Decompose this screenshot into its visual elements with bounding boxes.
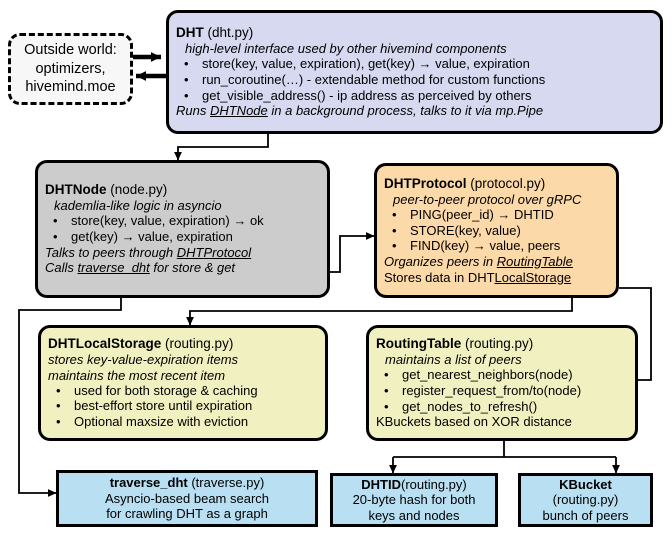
outside-world-box: Outside world: optimizers, hivemind.moe — [8, 33, 133, 105]
kbucket-line-3: bunch of peers — [542, 507, 629, 523]
routingtable-subtitle: maintains a list of peers — [385, 352, 522, 368]
kbucket-title-name: KBucket — [559, 476, 612, 492]
dhtprotocol-subtitle: peer-to-peer protocol over gRPC — [393, 191, 582, 207]
routingtable-bullet-2: register_request_from/to(node) — [376, 383, 628, 399]
dhtnode-footer-2-post: for store & get — [149, 260, 236, 276]
dhtnode-footer-2-pre: Calls — [45, 260, 78, 276]
dhtprotocol-footer-link-localstorage[interactable]: LocalStorage — [494, 269, 572, 285]
dhtprotocol-footer-2-pre: Stores data in DHT — [384, 269, 495, 285]
dhtid-line-2: 20-byte hash for both — [352, 492, 476, 508]
dhtid-title-name: DHTID — [361, 476, 401, 492]
dht-subtitle: high-level interface used by other hivem… — [185, 41, 507, 57]
dht-footer-link-dhtnode[interactable]: DHTNode — [209, 103, 268, 119]
kbucket-title: KBucket — [559, 477, 612, 493]
traverse-dht-title-file: (traverse.py) — [187, 475, 265, 491]
outside-world-line-1: Outside world: — [24, 42, 117, 59]
dhtlocalstorage-bullet-1: used for both storage & caching — [48, 383, 318, 399]
dhtprotocol-bullets: PING(peer_id) → DHTID STORE(key, value) … — [384, 207, 609, 254]
dhtid-box: DHTID(routing.py) 20-byte hash for both … — [330, 473, 498, 527]
dhtprotocol-box: DHTProtocol (protocol.py) peer-to-peer p… — [374, 163, 619, 298]
dht-footer-pre: Runs — [176, 103, 210, 119]
routingtable-title-file: (routing.py) — [461, 336, 534, 352]
routingtable-box: RoutingTable (routing.py) maintains a li… — [366, 325, 638, 441]
dhtlocalstorage-box: DHTLocalStorage (routing.py) stores key-… — [38, 325, 328, 441]
dhtlocalstorage-bullets: used for both storage & caching best-eff… — [48, 383, 318, 430]
dhtprotocol-title-file: (protocol.py) — [466, 175, 546, 191]
dht-bullet-2: run_coroutine(…) - extendable method for… — [176, 72, 653, 88]
routingtable-title: RoutingTable (routing.py) — [376, 336, 628, 352]
dht-bullet-1: store(key, value, expiration), get(key) … — [176, 56, 653, 72]
dht-footer-post: in a background process, talks to it via… — [267, 103, 544, 119]
dhtprotocol-footer-link-routingtable[interactable]: RoutingTable — [496, 253, 573, 269]
dhtnode-title-file: (node.py) — [106, 182, 168, 198]
dhtprotocol-bullet-3: FIND(key) → value, peers — [384, 238, 609, 254]
traverse-dht-line-3: for crawling DHT as a graph — [106, 506, 268, 522]
dhtprotocol-title-name: DHTProtocol — [384, 175, 467, 191]
dhtprotocol-footer-2: Stores data in DHTLocalStorage — [384, 270, 609, 286]
traverse-dht-title-name: traverse_dht — [109, 475, 188, 491]
dhtnode-title-name: DHTNode — [45, 182, 107, 198]
dht-footer: Runs DHTNode in a background process, ta… — [176, 103, 653, 119]
dht-title-file: (dht.py) — [203, 25, 254, 41]
traverse-dht-line-2: Asyncio-based beam search — [104, 490, 270, 506]
dhtlocalstorage-bullet-3: Optional maxsize with eviction — [48, 414, 318, 430]
dht-bullet-3: get_visible_address() - ip address as pe… — [176, 88, 653, 104]
dht-bullets: store(key, value, expiration), get(key) … — [176, 56, 653, 103]
dhtid-line-3: keys and nodes — [368, 507, 460, 523]
dhtnode-footer-1: Talks to peers through DHTProtocol — [45, 245, 320, 261]
dhtlocalstorage-subtitle-2: maintains the most recent item — [48, 367, 226, 383]
dht-title: DHT (dht.py) — [176, 25, 653, 41]
dhtid-title: DHTID(routing.py) — [361, 477, 466, 493]
dhtnode-box: DHTNode (node.py) kademlia-like logic in… — [35, 160, 330, 298]
dhtprotocol-bullet-1: PING(peer_id) → DHTID — [384, 207, 609, 223]
outside-world-line-3: hivemind.moe — [25, 79, 116, 96]
dhtnode-bullets: store(key, value, expiration) → ok get(k… — [45, 213, 320, 244]
traverse-dht-title: traverse_dht (traverse.py) — [110, 475, 265, 491]
dhtnode-footer-link-traverse-dht[interactable]: traverse_dht — [77, 260, 150, 276]
dhtnode-bullet-2: get(key) → value, expiration — [45, 229, 320, 245]
dhtnode-footer-2: Calls traverse_dht for store & get — [45, 260, 320, 276]
dhtprotocol-footer-1: Organizes peers in RoutingTable — [384, 254, 609, 270]
dhtlocalstorage-subtitle-1: stores key-value-expiration items — [48, 352, 239, 368]
dhtlocalstorage-bullet-2: best-effort store until expiration — [48, 398, 318, 414]
dhtprotocol-title: DHTProtocol (protocol.py) — [384, 176, 609, 192]
routingtable-title-name: RoutingTable — [376, 336, 462, 352]
dhtnode-subtitle: kademlia-like logic in asyncio — [54, 198, 222, 214]
dhtnode-title: DHTNode (node.py) — [45, 182, 320, 198]
dhtnode-bullet-1: store(key, value, expiration) → ok — [45, 213, 320, 229]
routingtable-footer: KBuckets based on XOR distance — [376, 414, 572, 430]
dht-title-name: DHT — [176, 25, 204, 41]
dhtprotocol-footer-1-pre: Organizes peers in — [384, 253, 497, 269]
dhtlocalstorage-title: DHTLocalStorage (routing.py) — [48, 336, 318, 352]
dhtprotocol-bullet-2: STORE(key, value) — [384, 223, 609, 239]
routingtable-bullet-3: get_nodes_to_refresh() — [376, 399, 628, 415]
dhtlocalstorage-title-file: (routing.py) — [161, 336, 234, 352]
dhtid-title-file: (routing.py) — [400, 476, 467, 492]
routingtable-bullets: get_nearest_neighbors(node) register_req… — [376, 367, 628, 414]
kbucket-line-2: (routing.py) — [552, 492, 619, 508]
kbucket-box: KBucket (routing.py) bunch of peers — [518, 473, 653, 527]
dhtnode-footer-link-dhtprotocol[interactable]: DHTProtocol — [176, 244, 252, 260]
dhtnode-footer-1-pre: Talks to peers through — [45, 244, 177, 260]
outside-world-line-2: optimizers, — [35, 60, 106, 77]
traverse-dht-box: traverse_dht (traverse.py) Asyncio-based… — [56, 470, 318, 527]
routingtable-bullet-1: get_nearest_neighbors(node) — [376, 367, 628, 383]
dhtlocalstorage-title-name: DHTLocalStorage — [48, 336, 162, 352]
dht-box: DHT (dht.py) high-level interface used b… — [166, 10, 663, 134]
